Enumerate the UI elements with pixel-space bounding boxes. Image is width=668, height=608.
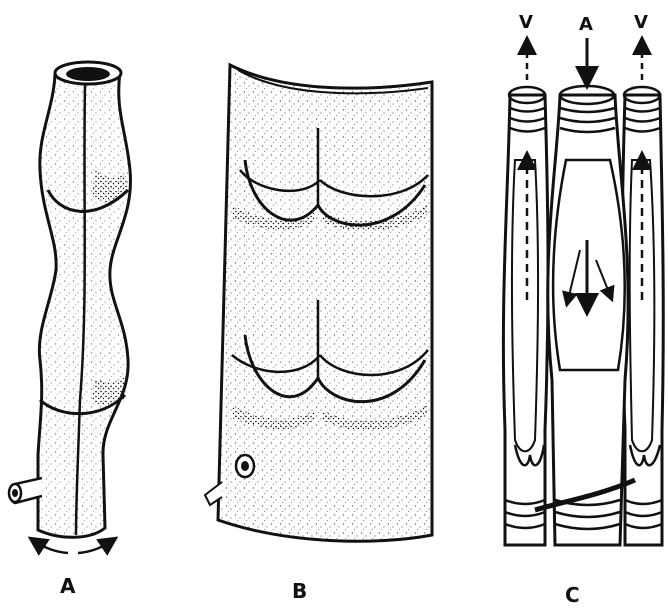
panel-b-label: B <box>292 579 307 603</box>
vein-right-label: V <box>634 12 648 33</box>
panel-b-opened-vein: B <box>205 65 432 603</box>
panel-c-venae-comitantes: V A V C <box>503 12 663 607</box>
vein-a-lumen <box>66 67 110 81</box>
panel-a-vein: A <box>9 62 130 598</box>
panel-c-label: C <box>565 583 580 607</box>
vein-left-label: V <box>519 12 533 33</box>
panel-a-label: A <box>60 574 76 598</box>
vein-a-open-arrow-right <box>78 542 110 553</box>
vein-a-open-arrow-left <box>36 542 68 553</box>
artery-label: A <box>579 14 593 35</box>
